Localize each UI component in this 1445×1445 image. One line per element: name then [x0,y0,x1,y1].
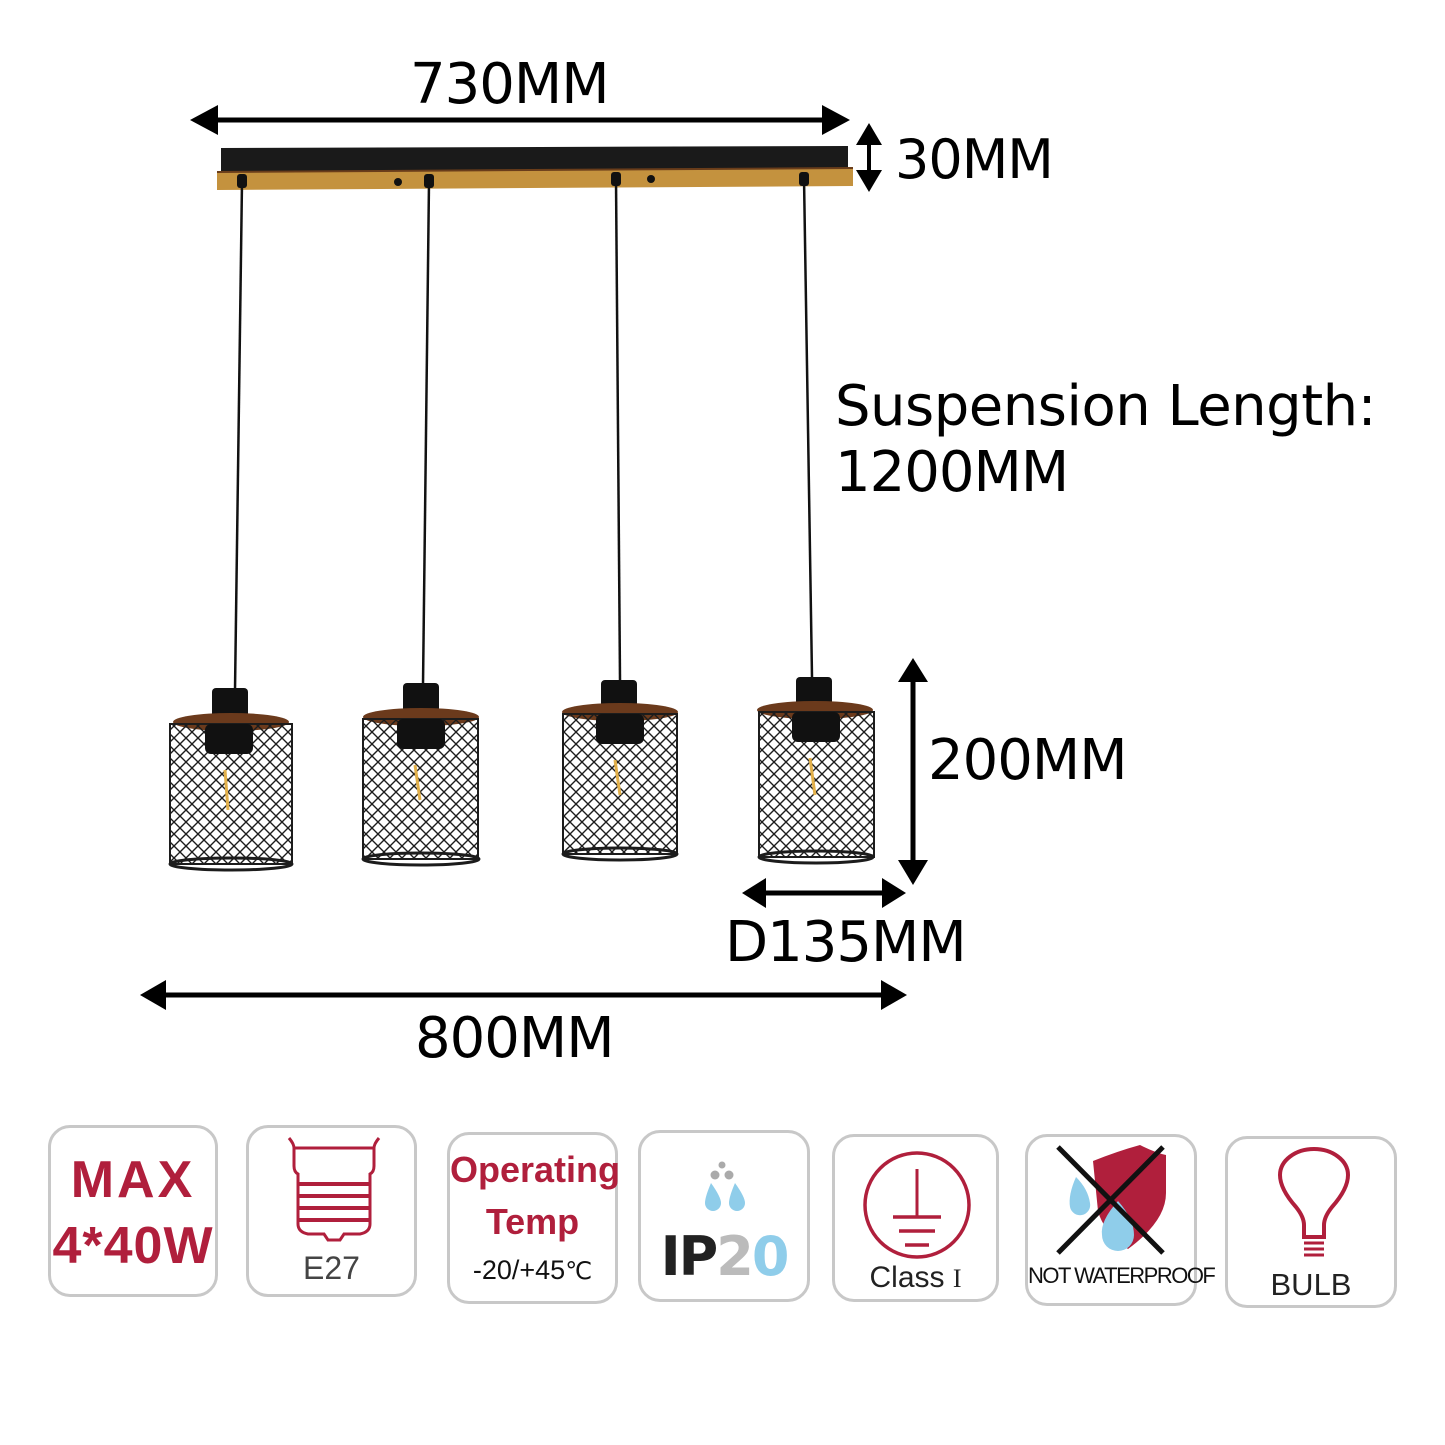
suspension-length-label: Suspension Length: [835,374,1377,439]
operating-label: Operating [450,1149,621,1190]
earth-ground-icon [863,1151,971,1259]
shade-height-label: 200MM [928,728,1128,793]
socket-label: E27 [303,1250,360,1286]
canopy-width-label: 730MM [410,52,610,117]
overall-width-label: 800MM [415,1006,615,1071]
temp-range-value: -20/+45 [472,1255,566,1285]
canopy-height-arrow [856,123,882,192]
badge-max-wattage: MAX 4*40W [48,1125,218,1297]
wattage-value: 4*40W [52,1217,214,1275]
shade-height-arrow [898,658,928,885]
canopy-width-arrow [190,105,850,135]
bulb-icon [1277,1147,1351,1257]
shade-diameter-label: D135MM [725,910,967,975]
class-label: Class I [835,1261,996,1295]
pendant-shade-2 [361,683,481,867]
water-drops-icon [705,1161,745,1211]
ip-digit-2: 0 [751,1225,790,1288]
overall-width-arrow [140,980,907,1010]
bulb-label: BULB [1270,1267,1352,1302]
badge-bulb: BULB [1225,1136,1397,1308]
badge-ip-rating: IP20 [638,1130,810,1302]
max-label: MAX [70,1151,196,1209]
badge-socket: E27 [246,1125,417,1297]
ip-rating-text: IP20 [641,1225,807,1288]
pendant-shade-3 [561,680,679,862]
class-text: Class [869,1261,945,1294]
crossed-shield-icon [1056,1145,1166,1255]
e27-socket-icon [287,1137,381,1242]
badge-operating-temp: Operating Temp -20/+45℃ [447,1132,621,1304]
waterproof-label: NOT WATERPROOF [1028,1263,1216,1288]
canopy-height-label: 30MM [895,128,1054,191]
temp-label: Temp [485,1201,580,1242]
class-roman: I [952,1264,962,1293]
pendant-shade-4 [757,677,875,865]
ip-prefix: IP [660,1225,719,1288]
pendant-shade-1 [168,688,294,872]
suspension-length-value: 1200MM [835,440,1069,505]
suspension-cables [233,177,814,691]
canopy [216,146,854,190]
badge-class: Class I [832,1134,999,1302]
ip-digit-1: 2 [716,1225,754,1288]
shade-diameter-arrow [742,878,906,908]
temp-range: -20/+45℃ [450,1255,615,1286]
badge-waterproof: NOT WATERPROOF [1025,1134,1216,1306]
temp-unit: ℃ [565,1258,593,1285]
